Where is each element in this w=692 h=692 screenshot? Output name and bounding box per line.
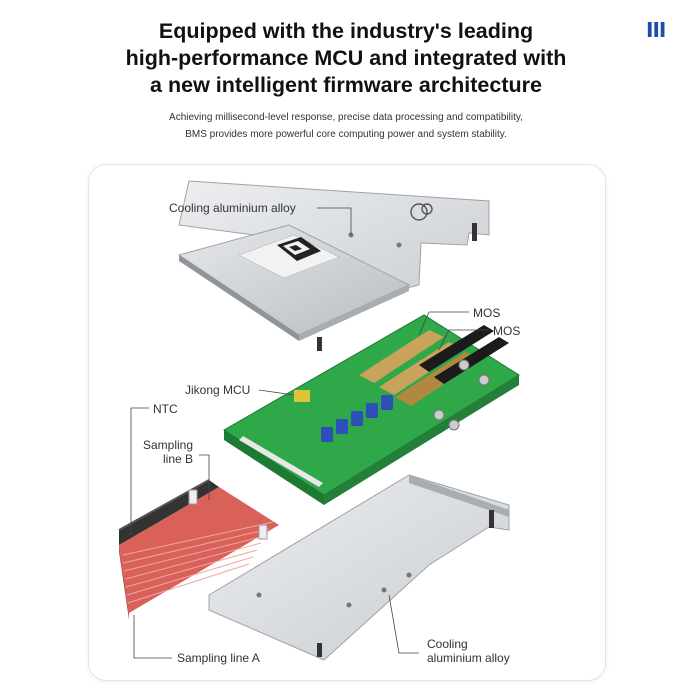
callout-leader-lines <box>130 207 489 659</box>
subtitle-line-2: BMS provides more powerful core computin… <box>185 129 507 140</box>
headline-line-2: high-performance MCU and integrated with <box>125 46 567 70</box>
sampling-wire-harness <box>118 479 279 620</box>
exploded-view-panel: Cooling aluminium alloy MOS MOS Jikong M… <box>88 164 606 681</box>
callout-mos-1: MOS <box>473 306 501 320</box>
cooling-plate-top <box>177 180 490 351</box>
capacitor-row <box>321 395 393 442</box>
callout-cooling-top: Cooling aluminium alloy <box>169 201 296 215</box>
cloud-logo-icon <box>410 203 433 221</box>
callout-cooling-bottom-line-2: aluminium alloy <box>427 651 510 665</box>
brand-logo-icon: III <box>646 18 666 42</box>
bms-exploded-illustration <box>118 180 520 661</box>
callout-cooling-bottom: Cooling aluminium alloy <box>427 637 510 665</box>
subtitle-line-1: Achieving millisecond-level response, pr… <box>169 112 523 123</box>
headline: Equipped with the industry's leading hig… <box>0 18 692 99</box>
callout-ntc: NTC <box>153 402 178 416</box>
callout-cooling-bottom-line-1: Cooling <box>427 637 468 651</box>
headline-line-1: Equipped with the industry's leading <box>158 19 534 43</box>
subtitle: Achieving millisecond-level response, pr… <box>0 109 692 143</box>
callout-mos-2: MOS <box>493 324 521 338</box>
callout-sampling-b-line-1: Sampling <box>143 438 194 452</box>
pcb-board <box>223 314 520 505</box>
mcu-chip <box>294 390 310 402</box>
headline-line-3: a new intelligent firmware architecture <box>150 73 542 97</box>
callout-sampling-a: Sampling line A <box>177 651 260 665</box>
cooling-plate-bottom <box>208 474 510 661</box>
callout-sampling-b: Sampling line B <box>143 438 193 466</box>
qr-code-icon <box>277 237 321 261</box>
callout-mcu: Jikong MCU <box>185 383 251 397</box>
callout-sampling-b-line-2: line B <box>163 452 194 466</box>
